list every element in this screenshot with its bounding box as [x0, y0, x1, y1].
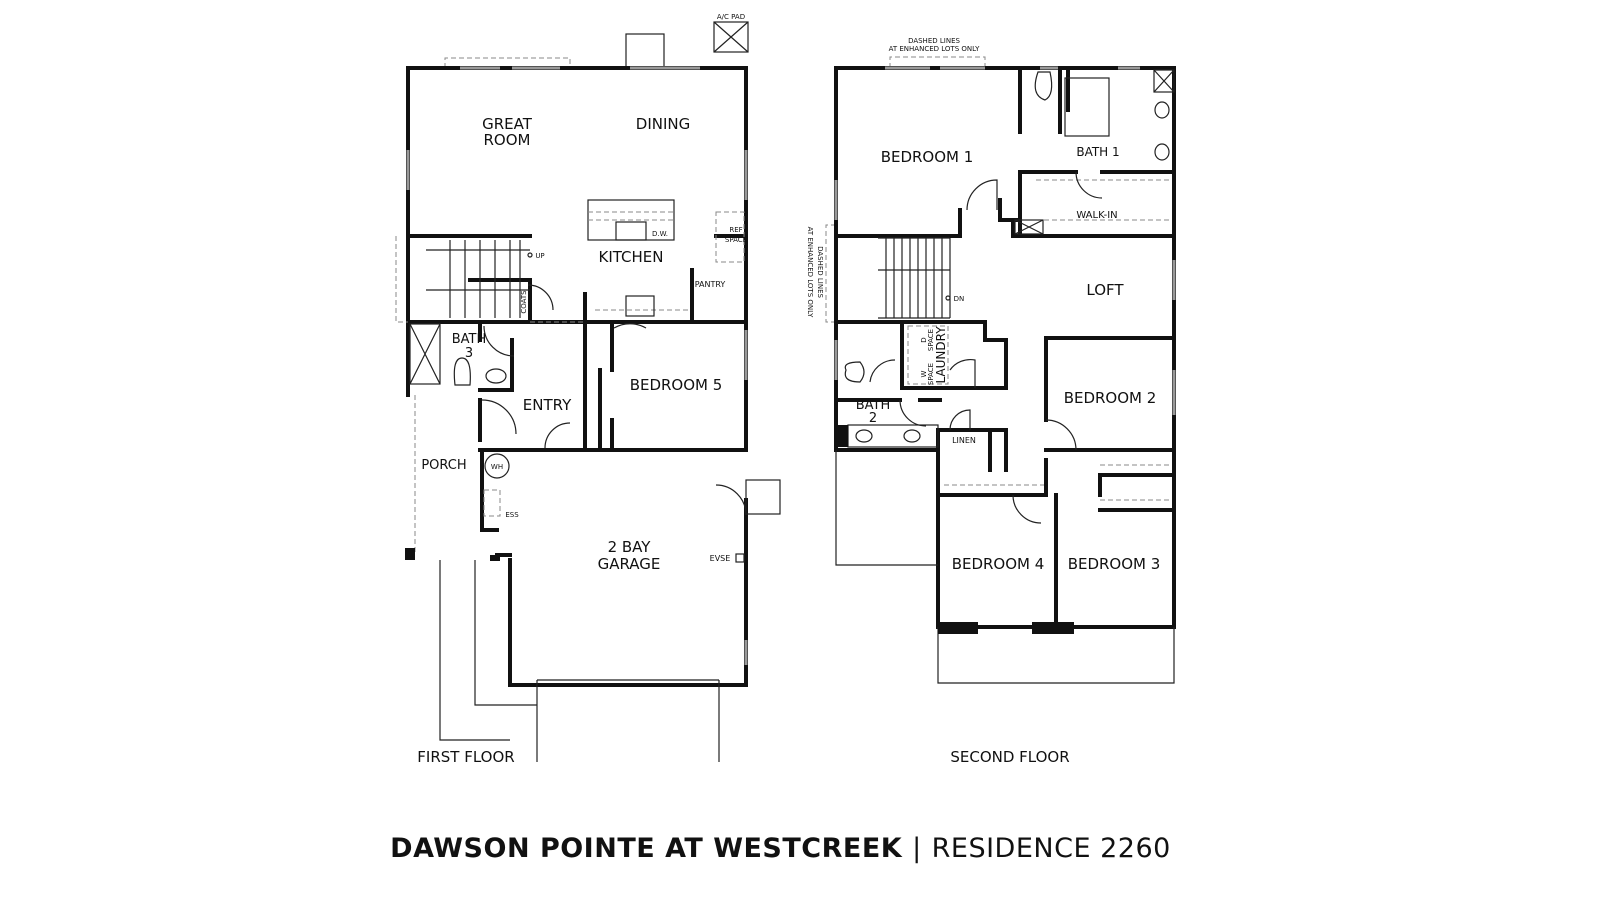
- label-dn: DN: [954, 295, 965, 303]
- washer-dryer-space: [907, 325, 949, 385]
- room-bedroom-3: BEDROOM 3: [1068, 555, 1161, 573]
- room-entry: ENTRY: [523, 396, 572, 414]
- stairs-second: [878, 237, 951, 319]
- label-linen: LINEN: [952, 436, 976, 445]
- room-great-room: GREAT: [482, 115, 533, 133]
- project-name: DAWSON POINTE AT WESTCREEK: [390, 833, 903, 864]
- label-evse: EVSE: [710, 554, 731, 563]
- note-dashed-lines-side: DASHED LINES: [816, 246, 824, 298]
- room-garage: 2 BAY: [608, 538, 652, 556]
- room-garage-line2: GARAGE: [598, 555, 661, 573]
- first-floor-plan: GREAT ROOM DINING KITCHEN PANTRY D.W. RE…: [395, 13, 781, 766]
- caption-second-floor: SECOND FLOOR: [950, 748, 1069, 766]
- label-wh: WH: [491, 463, 503, 471]
- label-ac-pad: A/C PAD: [717, 13, 745, 21]
- label-d: D: [920, 337, 928, 342]
- cooktop: [625, 295, 655, 317]
- room-great-room-line2: ROOM: [484, 131, 531, 149]
- label-dw: D.W.: [652, 230, 668, 238]
- label-coats: COATS: [520, 290, 528, 314]
- chimney: [625, 33, 665, 69]
- label-ref-space: SPACE: [725, 236, 747, 244]
- second-floor-plan: DASHED LINES AT ENHANCED LOTS ONLY DASHE…: [806, 37, 1176, 766]
- label-w: W: [920, 370, 928, 377]
- toilet-bath-2: [844, 361, 865, 383]
- room-bedroom-4: BEDROOM 4: [952, 555, 1045, 573]
- vanity-bath-2: [847, 424, 939, 448]
- ac-pad: [713, 21, 749, 53]
- label-d-space: SPACE: [927, 329, 935, 351]
- room-laundry: LAUNDRY: [934, 326, 948, 384]
- label-ess: ESS: [505, 511, 519, 519]
- room-dining: DINING: [636, 115, 690, 133]
- shower: [409, 323, 441, 385]
- room-bath-1: BATH 1: [1076, 145, 1119, 159]
- sink: [615, 221, 647, 241]
- note-dashed-lines-top: DASHED LINES: [908, 37, 960, 45]
- title-separator: |: [912, 833, 922, 864]
- water-heater: [484, 453, 510, 479]
- room-kitchen: KITCHEN: [599, 248, 664, 266]
- label-ref: REF: [729, 226, 742, 234]
- note-enhanced-lots-top: AT ENHANCED LOTS ONLY: [889, 45, 980, 53]
- lavatory: [485, 368, 507, 384]
- stairs-first: [426, 240, 533, 318]
- room-pantry: PANTRY: [695, 280, 726, 289]
- room-bath-3-number: 3: [465, 346, 473, 361]
- room-bath-2-number: 2: [869, 411, 877, 426]
- ref-space: [715, 211, 745, 263]
- toilet-bath-1: [1034, 71, 1053, 101]
- room-porch: PORCH: [421, 458, 466, 473]
- caption-first-floor: FIRST FLOOR: [417, 748, 514, 766]
- room-bath-3: BATH: [452, 332, 487, 347]
- room-bedroom-5: BEDROOM 5: [630, 376, 723, 394]
- ess: [483, 489, 501, 517]
- plan-title: DAWSON POINTE AT WESTCREEK | RESIDENCE 2…: [0, 833, 1561, 864]
- residence-name: RESIDENCE 2260: [931, 833, 1171, 864]
- label-up: UP: [535, 252, 544, 260]
- room-bedroom-1: BEDROOM 1: [881, 148, 974, 166]
- room-walk-in: WALK-IN: [1076, 210, 1117, 221]
- room-loft: LOFT: [1086, 281, 1124, 299]
- shower-bath-1: [1064, 77, 1110, 137]
- toilet: [453, 357, 471, 386]
- room-bath-2: BATH: [856, 398, 891, 413]
- room-bedroom-2: BEDROOM 2: [1064, 389, 1157, 407]
- note-enhanced-lots-side: AT ENHANCED LOTS ONLY: [806, 227, 814, 318]
- label-w-space: SPACE: [927, 363, 935, 385]
